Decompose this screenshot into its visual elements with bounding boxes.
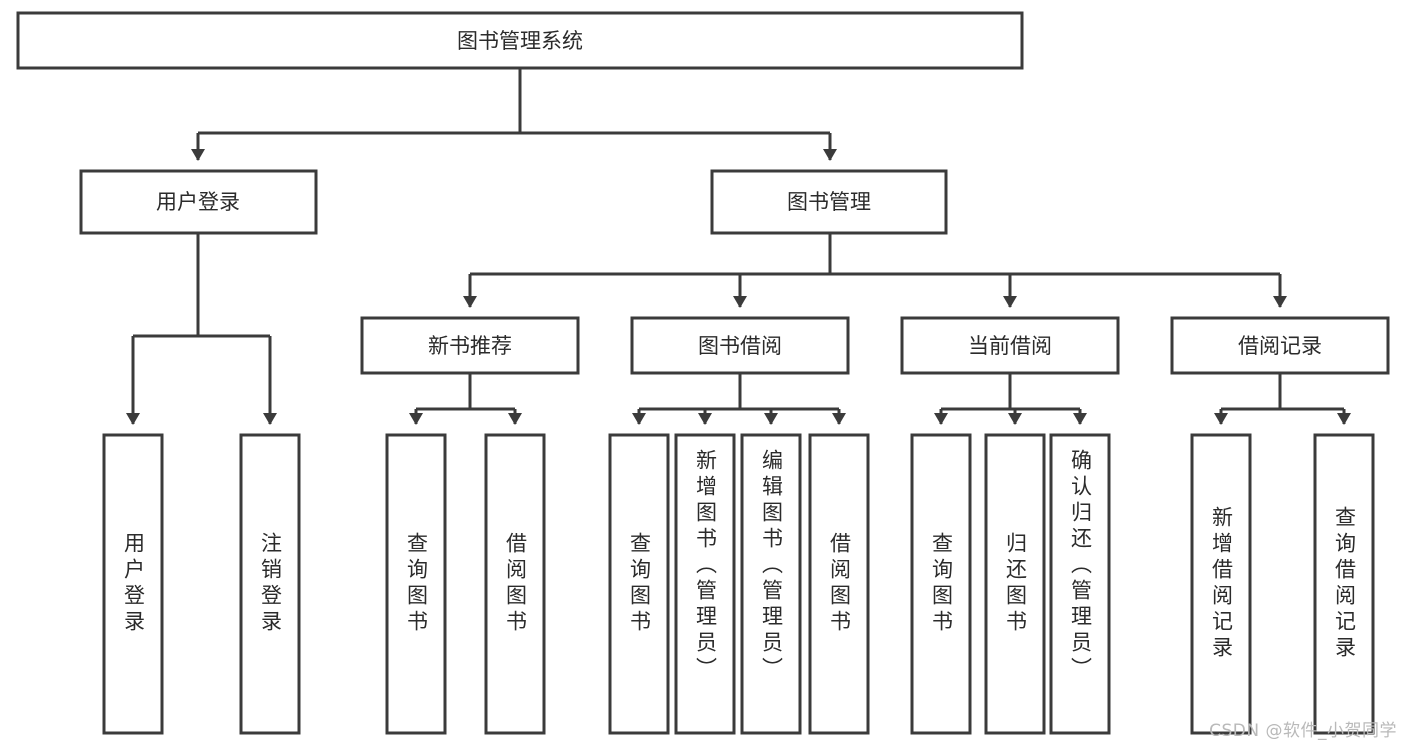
node-box-book-management[interactable] [710,169,948,235]
node-box-current-borrow[interactable] [900,316,1120,375]
node-label-current-borrow: 当前借阅 [968,334,1052,358]
node-box-root[interactable] [16,11,1024,70]
connectors [126,68,1351,425]
node-box-leaf-borrow-book[interactable] [808,433,870,735]
node-label-book-management: 图书管理 [787,190,871,214]
node-box-leaf-borrow-book-recommend[interactable] [484,433,546,735]
node-label-user-login: 用户登录 [156,190,240,214]
node-box-leaf-return-book[interactable] [984,433,1046,735]
node-box-leaf-query-book-borrow[interactable] [608,433,670,735]
node-box-leaf-query-book-current[interactable] [910,433,972,735]
watermark-text: CSDN @软件_小贺同学 [1209,721,1397,741]
node-box-leaf-user-logout[interactable] [239,433,301,735]
node-box-user-login[interactable] [79,169,318,235]
node-box-leaf-query-borrow-record[interactable] [1313,433,1375,735]
node-boxes: 图书管理系统 用户登录 图书管理 新书推荐 图书借阅 当前借阅 借阅记录 [16,11,1390,735]
node-label-new-book-recommend: 新书推荐 [428,334,512,358]
node-box-leaf-add-borrow-record[interactable] [1190,433,1252,735]
node-box-new-book-recommend[interactable] [360,316,580,375]
node-box-leaf-edit-book-admin[interactable] [740,433,802,735]
node-box-borrow-record[interactable] [1170,316,1390,375]
node-label-book-borrow: 图书借阅 [698,334,782,358]
node-box-leaf-user-login[interactable] [102,433,164,735]
node-box-leaf-add-book-admin[interactable] [674,433,736,735]
node-box-book-borrow[interactable] [630,316,850,375]
node-box-leaf-query-book-recommend[interactable] [385,433,447,735]
node-box-leaf-confirm-return-admin[interactable] [1049,433,1111,735]
node-label-root: 图书管理系统 [457,29,583,53]
node-label-borrow-record: 借阅记录 [1238,334,1322,358]
